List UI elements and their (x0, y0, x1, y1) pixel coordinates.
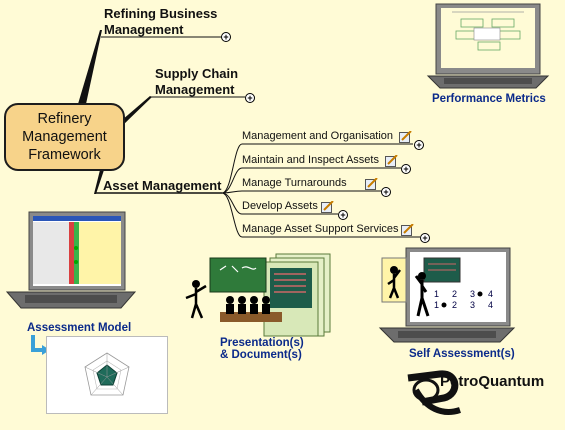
expand-support-services-icon[interactable]: + (420, 233, 430, 243)
asset-item-management-organisation[interactable]: Management and Organisation (242, 130, 394, 142)
note-icon[interactable] (321, 201, 334, 213)
note-icon[interactable] (365, 178, 378, 190)
root-line-3: Framework (28, 147, 101, 163)
svg-text:1: 1 (434, 300, 439, 310)
svg-text:3: 3 (470, 289, 475, 299)
expand-manage-turnarounds-icon[interactable]: + (381, 187, 391, 197)
caption-performance-metrics: Performance Metrics (432, 93, 546, 105)
asset-item-support-services[interactable]: Manage Asset Support Services (242, 223, 399, 235)
assessment-model-laptop[interactable] (3, 210, 139, 320)
asset-item-develop-assets[interactable]: Develop Assets (242, 200, 318, 212)
svg-text:2: 2 (452, 300, 457, 310)
expand-maintain-inspect-icon[interactable]: + (401, 164, 411, 174)
branch-refining-line-2: Management (104, 22, 184, 37)
svg-text:4: 4 (488, 289, 493, 299)
caption-presentations-2: & Document(s) (220, 349, 302, 361)
svg-text:4: 4 (488, 300, 493, 310)
svg-text:PetroQuantum: PetroQuantum (440, 373, 544, 390)
radar-chart-thumbnail[interactable] (46, 336, 168, 414)
svg-text:3: 3 (470, 300, 475, 310)
asset-item-maintain-inspect[interactable]: Maintain and Inspect Assets (242, 154, 379, 166)
asset-item-manage-turnarounds[interactable]: Manage Turnarounds (242, 177, 347, 189)
branch-refining[interactable]: Refining Business Management (104, 6, 217, 38)
presentation-illustration[interactable] (180, 248, 340, 338)
caption-self-assessment: Self Assessment(s) (409, 348, 515, 360)
expand-refining-icon[interactable]: + (221, 32, 231, 42)
branch-supply-line-2: Management (155, 82, 235, 97)
self-assessment-laptop[interactable]: 1 2 3 4 1 2 3 4 (376, 246, 518, 346)
expand-management-organisation-icon[interactable]: + (414, 140, 424, 150)
caption-assessment-model: Assessment Model (27, 322, 132, 334)
note-icon[interactable] (399, 131, 412, 143)
svg-text:1: 1 (434, 289, 439, 299)
branch-supply-chain[interactable]: Supply Chain Management (155, 66, 238, 98)
root-line-2: Management (22, 129, 107, 145)
root-line-1: Refinery (37, 111, 92, 127)
branch-supply-line-1: Supply Chain (155, 66, 239, 81)
svg-text:2: 2 (452, 289, 457, 299)
expand-supply-chain-icon[interactable]: + (245, 93, 255, 103)
caption-presentations-1: Presentation(s) (220, 337, 304, 349)
performance-metrics-laptop[interactable] (426, 2, 550, 94)
root-node[interactable]: Refinery Management Framework (4, 103, 125, 171)
note-icon[interactable] (385, 155, 398, 167)
note-icon[interactable] (401, 224, 414, 236)
branch-refining-line-1: Refining Business (104, 6, 218, 21)
branch-asset-management[interactable]: Asset Management (103, 178, 222, 193)
expand-develop-assets-icon[interactable]: + (338, 210, 348, 220)
petroquantum-logo: PetroQuantum (402, 364, 562, 424)
